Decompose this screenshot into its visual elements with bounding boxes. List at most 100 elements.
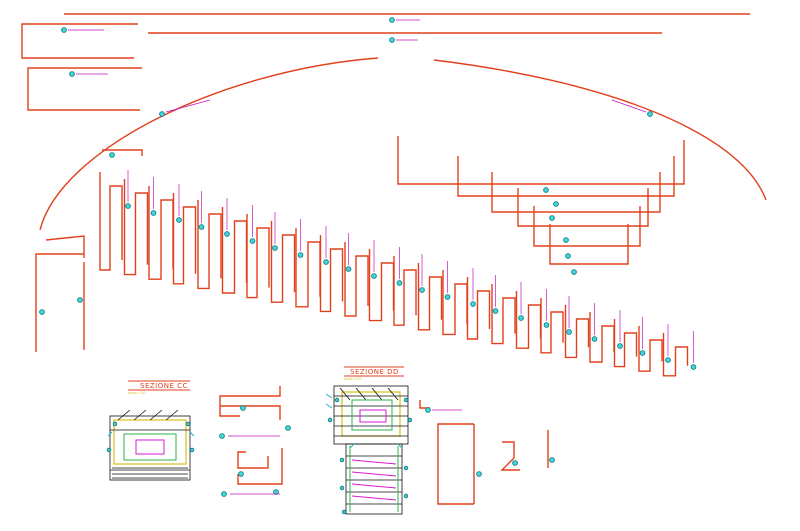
position-marker-icon [341,509,347,515]
position-marker-icon [665,357,671,363]
position-marker-icon [189,447,195,453]
right-detail-bars [419,400,555,505]
position-marker-icon [549,457,555,463]
stirrup-bar [417,263,443,331]
position-marker-icon [470,301,476,307]
position-marker-icon [371,273,377,279]
rebar-line [21,23,138,59]
position-marker-icon [150,210,157,216]
stirrup-bar [613,319,638,368]
position-marker-icon [617,343,623,349]
position-marker-icon [549,215,555,221]
position-marker-icon [345,266,352,272]
section-cc: SEZIONE CC scala 1:20 [106,380,195,481]
position-marker-icon [272,245,278,251]
position-marker-icon [109,152,115,158]
stirrup-bar [270,221,296,303]
stirrup-bar [466,277,491,340]
position-marker-icon [249,238,256,244]
rebar-line [39,57,379,231]
position-marker-icon [125,203,131,209]
position-marker-icon [159,111,165,117]
arched-bars [39,57,767,231]
position-marker-icon [407,417,413,423]
section-dd: SEZIONE DD scala 1:20 [325,366,413,515]
position-marker-icon [566,329,572,335]
stirrup-bar [319,235,344,313]
stirrup-bar [246,214,270,299]
position-marker-icon [339,457,345,463]
position-marker-icon [285,425,291,431]
position-marker-icon [106,447,112,453]
stirrup-bar [123,179,149,276]
position-marker-icon [39,309,45,315]
position-marker-icon [403,465,409,471]
position-marker-icon [639,350,646,356]
position-marker-icon [77,297,83,303]
stirrup-bar [344,242,369,317]
position-marker-icon [176,217,182,223]
rebar-line [433,59,767,201]
position-marker-icon [334,397,340,403]
position-marker-icon [221,491,227,497]
position-marker-icon [403,493,409,499]
position-marker-icon [240,405,246,411]
section-cc-title: SEZIONE CC [140,382,188,390]
position-marker-icon [565,253,571,259]
section-dd-title: SEZIONE DD [350,368,399,376]
position-marker-icon [571,269,577,275]
stirrup-bar [491,284,516,345]
position-marker-icon [543,322,550,328]
position-marker-icon [553,201,559,207]
stirrup-bar [197,200,222,290]
stirrup-bar [172,193,197,285]
stirrup-bar [540,298,564,354]
position-marker-icon [219,433,225,439]
position-marker-icon [543,187,549,193]
position-marker-icon [563,237,569,243]
stirrup-bar [221,207,248,294]
stirrup-bar [638,326,663,372]
staircase-stirrups [99,170,697,377]
position-marker-icon [339,485,345,491]
position-marker-icon [396,280,403,286]
top-straight-bars [21,13,750,111]
rebar-line [27,67,142,111]
stirrup-bar [99,172,123,271]
position-marker-icon [323,259,329,265]
position-marker-icon [403,397,409,403]
detail-bars [219,386,291,497]
stirrup-bar [564,305,590,359]
position-marker-icon [389,37,395,43]
section-cc-scale: scala 1:20 [128,391,145,395]
position-marker-icon [444,294,451,300]
position-marker-icon [476,471,482,477]
stirrup-bar [393,256,417,326]
position-marker-icon [425,407,431,413]
position-marker-icon [273,489,279,495]
nested-u-bars [397,136,685,275]
position-marker-icon [198,224,205,230]
stirrup-bar [662,333,689,377]
position-marker-icon [492,308,499,314]
position-marker-icon [690,364,697,370]
position-marker-icon [297,252,304,258]
position-marker-icon [61,27,67,33]
position-marker-icon [591,336,598,342]
section-dd-scale: scala 1:20 [344,377,361,381]
stirrup-bar [148,186,174,280]
stirrup-bar [295,228,321,308]
position-marker-icon [647,111,653,117]
position-marker-icon [69,71,75,77]
position-marker-icon [389,17,395,23]
position-marker-icon [224,231,230,237]
position-marker-icon [327,417,333,423]
position-marker-icon [238,471,244,477]
position-marker-icon [518,315,524,321]
position-marker-icon [112,421,118,427]
left-small-bars [35,149,143,352]
position-marker-icon [419,287,425,293]
position-marker-icon [185,421,191,427]
stirrup-bar [368,249,395,322]
